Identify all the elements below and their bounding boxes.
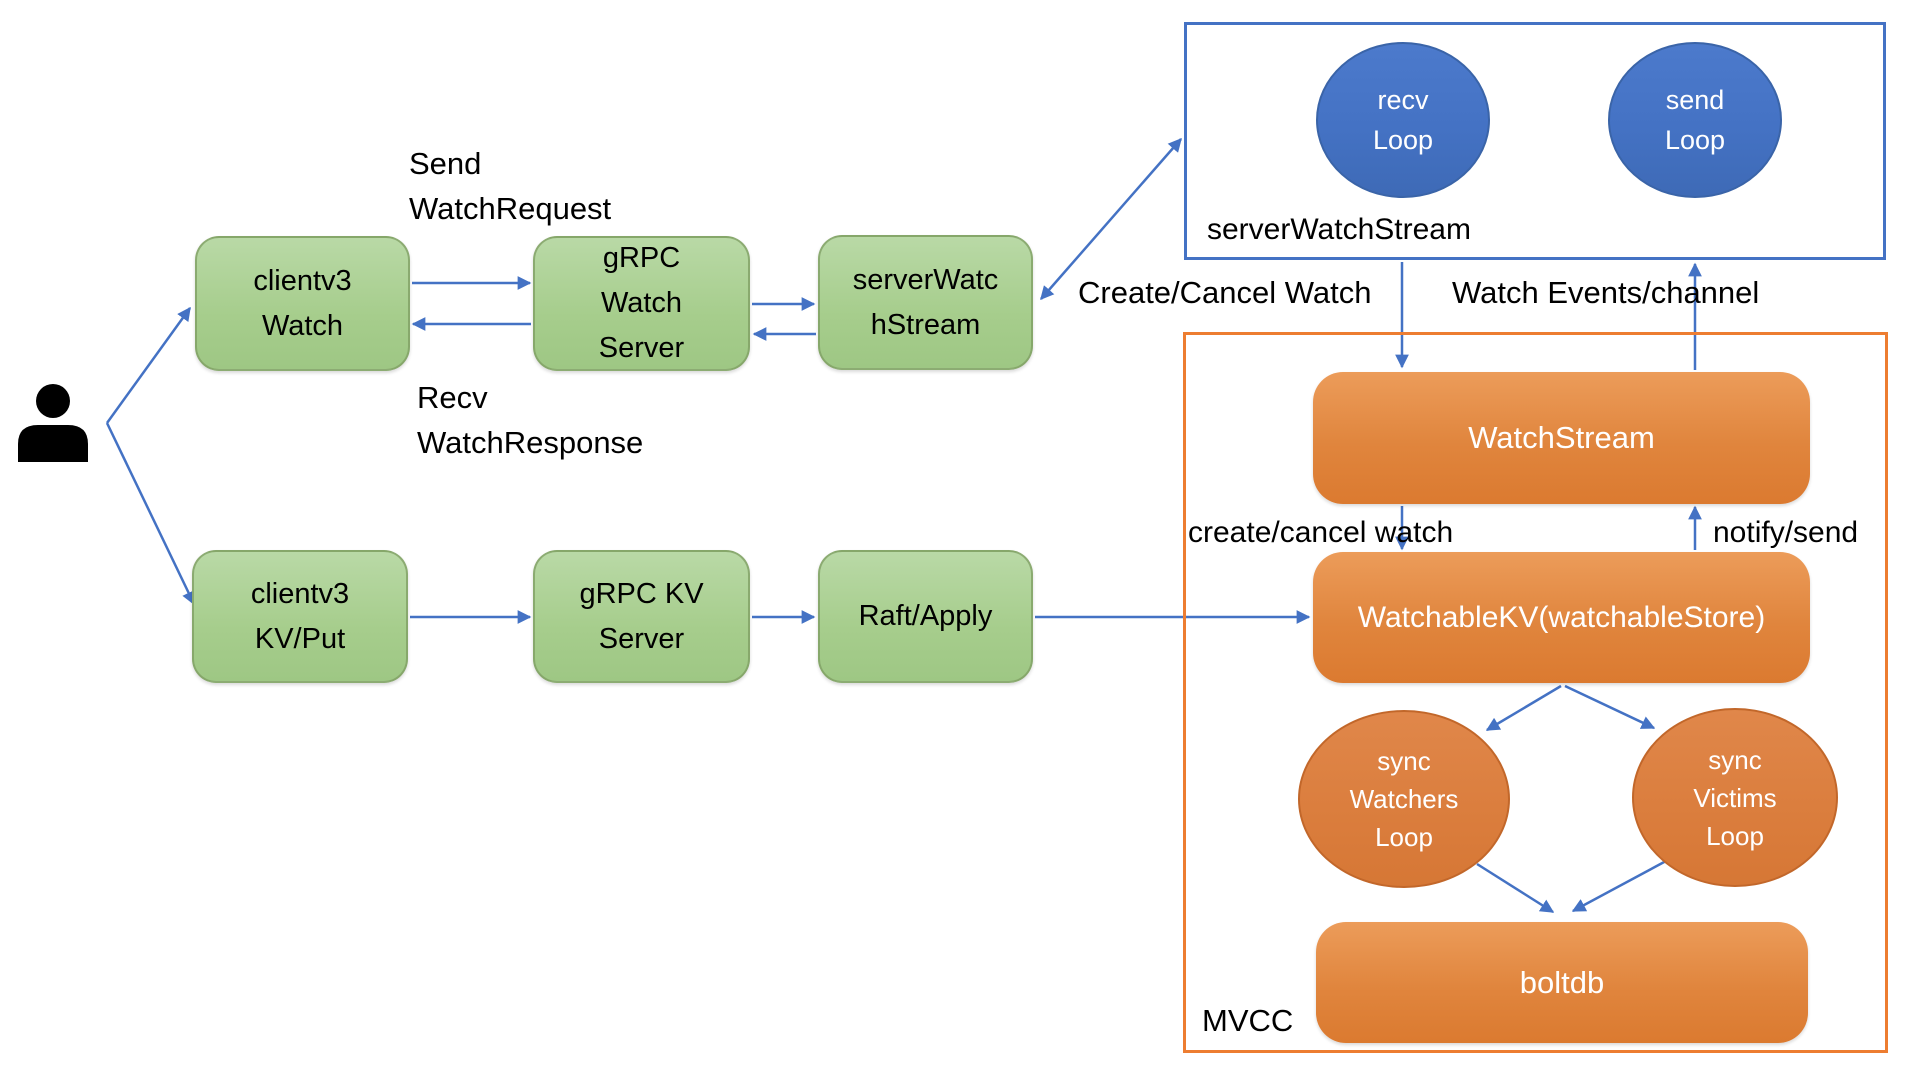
node-clientv3-kv-put: clientv3 KV/Put — [192, 550, 408, 683]
node-label-line: Server — [598, 332, 685, 364]
node-label-line: gRPC — [602, 242, 681, 274]
node-send-loop: send Loop — [1608, 42, 1782, 198]
node-label-line: WatchableKV(watchableStore) — [1357, 600, 1766, 634]
edge-label-recv-watch-response: Recv WatchResponse — [417, 375, 643, 465]
node-label-line: KV/Put — [254, 622, 346, 655]
node-label-line: send — [1665, 85, 1725, 115]
node-watchable-kv: WatchableKV(watchableStore) — [1313, 552, 1810, 683]
node-sync-victims-loop: sync Victims Loop — [1632, 708, 1838, 887]
node-label-line: Raft/Apply — [858, 600, 993, 632]
node-server-watch-stream: serverWatc hStream — [818, 235, 1033, 370]
edge-label-watch-events-channel: Watch Events/channel — [1452, 275, 1760, 310]
node-clientv3-watch: clientv3 Watch — [195, 236, 410, 371]
node-label-line: Loop — [1372, 125, 1434, 155]
user-icon — [18, 384, 88, 462]
node-label-line: serverWatc — [852, 263, 999, 296]
mvcc-container: MVCC — [1183, 332, 1888, 1053]
edge-label-send-watch-request: Send WatchRequest — [409, 141, 611, 231]
node-label-line: boltdb — [1519, 964, 1605, 1000]
node-label-line: clientv3 — [250, 577, 350, 610]
mvcc-container-label: MVCC — [1202, 1003, 1294, 1038]
node-recv-loop: recv Loop — [1316, 42, 1490, 198]
node-grpc-watch-server: gRPC Watch Server — [533, 236, 750, 371]
node-sync-watchers-loop: sync Watchers Loop — [1298, 710, 1510, 888]
node-label-line: clientv3 — [253, 264, 352, 297]
server-watch-stream-container: serverWatchStream — [1184, 22, 1886, 260]
node-label-line: hStream — [870, 308, 981, 341]
node-grpc-kv-server: gRPC KV Server — [533, 550, 750, 683]
node-label-line: Victims — [1693, 782, 1777, 813]
node-label-line: Loop — [1664, 125, 1726, 155]
edge-label-notify-send: notify/send — [1713, 516, 1859, 549]
edge-label-line: Send — [409, 146, 482, 181]
node-label-line: gRPC KV — [579, 577, 704, 610]
node-label-line: Watchers — [1349, 784, 1459, 814]
node-label-line: Loop — [1375, 822, 1433, 852]
node-label-line: recv — [1377, 85, 1429, 115]
arrow-user-to-clientv3-kvput — [105, 422, 196, 606]
node-label-line: Watch — [261, 309, 344, 342]
edge-label-create-cancel-watch-lower: create/cancel watch — [1188, 516, 1454, 549]
edge-label-line: WatchRequest — [409, 191, 612, 226]
node-label-line: sync — [1708, 744, 1762, 775]
edge-label-line: Recv — [417, 380, 488, 415]
edge-label-create-cancel-watch: Create/Cancel Watch — [1078, 275, 1372, 310]
node-label-line: Watch — [600, 287, 683, 319]
node-label-line: WatchStream — [1468, 420, 1655, 455]
node-label-line: Loop — [1706, 820, 1764, 851]
node-label-line: Server — [598, 622, 685, 655]
arrow-user-to-clientv3-watch — [105, 306, 192, 424]
edge-label-line: WatchResponse — [417, 425, 644, 460]
node-boltdb: boltdb — [1316, 922, 1808, 1043]
server-watch-stream-container-label: serverWatchStream — [1207, 213, 1471, 246]
node-label-line: sync — [1377, 746, 1431, 776]
node-raft-apply: Raft/Apply — [818, 550, 1033, 683]
node-watch-stream: WatchStream — [1313, 372, 1810, 504]
